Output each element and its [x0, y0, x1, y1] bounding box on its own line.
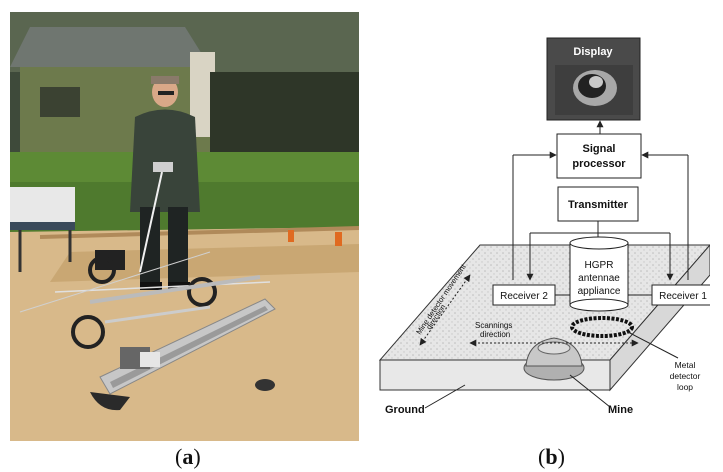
display-label: Display	[573, 46, 613, 58]
ground-callout-line	[424, 384, 466, 409]
block-diagram: Display Signal processor Transmitter	[370, 30, 715, 430]
field-photo-illustration	[10, 12, 360, 441]
marker-flag	[288, 230, 294, 242]
transmitter-label: Transmitter	[568, 199, 629, 211]
scanner-rail	[90, 298, 276, 411]
equipment-table	[10, 187, 75, 272]
receiver-1-label: Receiver 1	[659, 291, 707, 302]
caption-b-close: )	[557, 444, 565, 469]
hgpr-label-3: appliance	[578, 286, 621, 297]
scannings-label-1: Scannings	[475, 321, 512, 330]
marker-flag	[335, 232, 342, 246]
diagram-canvas: Display Signal processor Transmitter	[378, 37, 715, 416]
receiver-1-box: Receiver 1	[651, 284, 715, 306]
mine-callout-line	[569, 374, 611, 408]
scannings-label-2: direction	[480, 330, 510, 339]
signal-processor-label-2: processor	[572, 158, 626, 170]
field-photo	[10, 12, 360, 441]
display-box: Display	[546, 37, 641, 121]
signal-processor-box: Signal processor	[556, 133, 642, 179]
operator-person	[130, 76, 200, 290]
receiver-2-label: Receiver 2	[500, 291, 548, 302]
caption-a-letter: a	[182, 444, 194, 469]
receiver-2-box: Receiver 2	[492, 284, 556, 306]
transmitter-box: Transmitter	[557, 186, 639, 222]
metal-label-2: detector	[670, 371, 701, 381]
loop-callout-line	[627, 331, 679, 359]
detector-cart	[19, 171, 271, 349]
mine-label: Mine	[608, 404, 633, 416]
metal-label-3: loop	[677, 382, 693, 392]
caption-a-open: (	[175, 444, 183, 469]
caption-a: (a)	[175, 444, 201, 470]
ground-label: Ground	[385, 404, 425, 416]
mine-object	[255, 379, 275, 391]
metal-label-1: Metal	[675, 360, 696, 370]
caption-b-letter: b	[545, 444, 558, 469]
hgpr-antenna: HGPR antennae appliance	[569, 236, 629, 312]
caption-b-open: (	[538, 444, 546, 469]
hgpr-label-1: HGPR	[585, 260, 614, 271]
hgpr-label-2: antennae	[578, 273, 620, 284]
metal-detector-loop	[570, 316, 634, 338]
signal-processor-label-1: Signal	[582, 143, 615, 155]
caption-a-close: )	[193, 444, 201, 469]
caption-b: (b)	[538, 444, 565, 470]
